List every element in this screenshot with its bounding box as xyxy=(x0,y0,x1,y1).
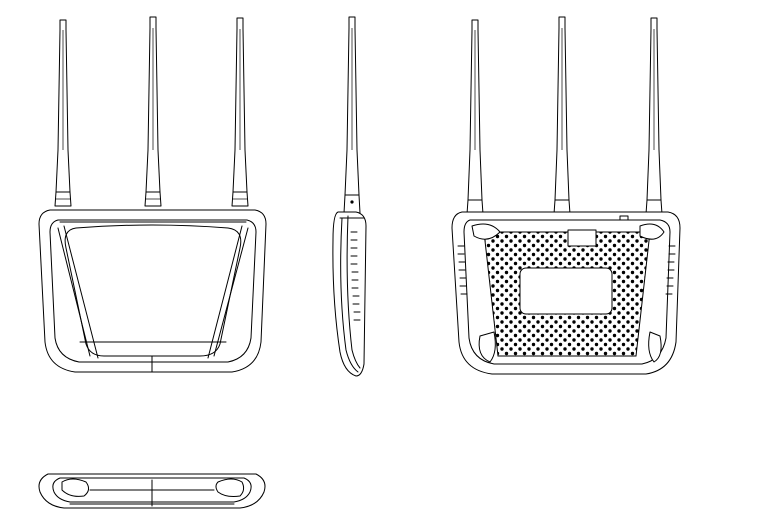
front-top-panel xyxy=(65,225,241,356)
front-body-outline xyxy=(39,210,266,372)
rear-foot-bottom-left xyxy=(479,332,495,362)
rear-side-slots xyxy=(458,246,675,294)
rear-antenna-center xyxy=(554,17,570,214)
top-view xyxy=(39,474,265,508)
front-antenna-left xyxy=(55,20,71,206)
rear-view xyxy=(452,17,680,374)
side-body-outline xyxy=(333,212,366,376)
rear-antenna-right xyxy=(646,18,662,214)
top-antenna-base-left xyxy=(62,479,89,496)
front-view xyxy=(39,17,266,372)
side-view xyxy=(333,17,366,376)
front-antenna-center xyxy=(145,17,161,206)
rear-foot-top-left xyxy=(472,224,500,239)
side-antenna xyxy=(344,17,360,213)
top-antenna-base-right xyxy=(216,479,244,497)
rear-foot-top-right xyxy=(640,224,664,239)
rear-foot-bottom-right xyxy=(649,332,661,362)
rear-label-plate xyxy=(520,268,612,314)
rear-antenna-left xyxy=(467,20,483,214)
rear-port-block xyxy=(568,230,596,246)
front-antenna-right xyxy=(232,18,248,206)
side-vents xyxy=(351,232,360,320)
